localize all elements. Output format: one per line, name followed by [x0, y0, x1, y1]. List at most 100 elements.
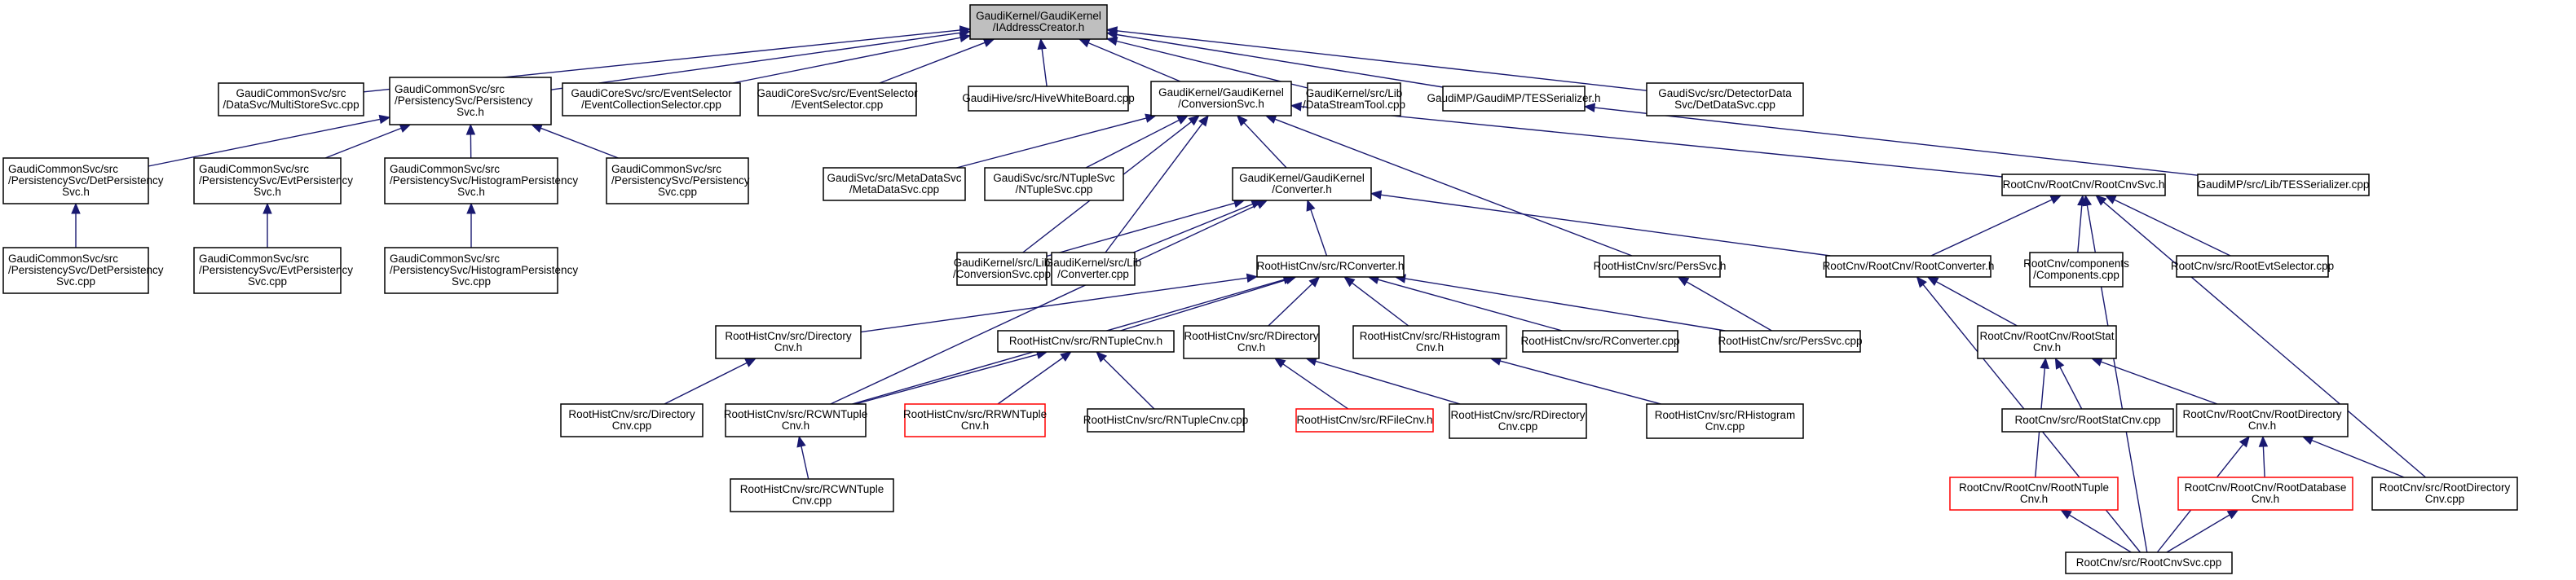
edge-r-directory-cnv-h-to-r-converter-h	[1268, 276, 1321, 327]
node-components[interactable]: RootCnv/components/Components.cpp	[2023, 252, 2129, 288]
edge-line	[1041, 48, 1048, 87]
arrowhead-icon	[71, 202, 81, 214]
edge-line	[1378, 279, 1563, 332]
edge-line	[2059, 367, 2083, 410]
edge-line	[1132, 203, 1253, 253]
node-evt-persistency-svc-h[interactable]: GaudiCommonSvc/src/PersistencySvc/EvtPer…	[193, 157, 353, 204]
node-histogram-persistency-svc-cpp[interactable]: GaudiCommonSvc/src/PersistencySvc/Histog…	[384, 247, 578, 294]
node-box	[1719, 330, 1861, 353]
node-r-converter-h[interactable]: RootHistCnv/src/RConverter.h	[1256, 255, 1405, 278]
node-multi-store-svc[interactable]: GaudiCommonSvc/src/DataSvc/MultiStoreSvc…	[218, 82, 364, 116]
node-tes-serializer-cpp[interactable]: GaudiMP/src/Lib/TESSerializer.cpp	[2197, 174, 2370, 196]
node-root-cnv-svc-cpp[interactable]: RootCnv/src/RootCnvSvc.cpp	[2065, 551, 2233, 574]
node-hive-white-board[interactable]: GaudiHive/src/HiveWhiteBoard.cpp	[962, 86, 1135, 112]
node-pers-svc-h[interactable]: RootHistCnv/src/PersSvc.h	[1594, 255, 1727, 278]
node-box	[1295, 408, 1434, 433]
edge-event-collection-selector-to-i-address-creator	[732, 33, 972, 84]
edge-root-cnv-svc-cpp-to-root-database-cnv-h	[2166, 509, 2239, 553]
edge-line	[2077, 204, 2083, 253]
node-n-tuple-svc[interactable]: GaudiSvc/src/NTupleSvc/NTupleSvc.cpp	[984, 167, 1124, 201]
arrowhead-icon	[2258, 435, 2269, 447]
node-det-persistency-svc-cpp[interactable]: GaudiCommonSvc/src/PersistencySvc/DetPer…	[2, 247, 164, 294]
edge-rcwn-tuple-cnv-h-to-converter-h	[830, 200, 1268, 405]
node-root-evt-selector[interactable]: RootCnv/src/RootEvtSelector.cpp	[2171, 255, 2334, 278]
node-i-address-creator[interactable]: GaudiKernel/GaudiKernel/IAddressCreator.…	[969, 4, 1108, 40]
node-label-line: Svc.cpp	[658, 186, 697, 198]
node-pers-svc-cpp[interactable]: RootHistCnv/src/PersSvc.cpp	[1718, 330, 1863, 353]
node-persistency-svc-cpp[interactable]: GaudiCommonSvc/src/PersistencySvc/Persis…	[606, 157, 750, 204]
node-meta-data-svc[interactable]: GaudiSvc/src/MetaDataSvc/MetaDataSvc.cpp	[823, 167, 966, 201]
node-label-line: /Components.cpp	[2033, 269, 2119, 281]
edge-root-directory-cnv-h-to-root-stat-cnv-h	[2090, 357, 2218, 405]
node-evt-persistency-svc-cpp[interactable]: GaudiCommonSvc/src/PersistencySvc/EvtPer…	[193, 247, 353, 294]
node-converter-cpp[interactable]: GaudiKernel/src/Lib/Converter.cpp	[1045, 252, 1142, 286]
arrowhead-icon	[378, 114, 391, 125]
node-box	[1307, 82, 1401, 116]
node-label-line: Cnv.h	[1416, 341, 1444, 354]
node-r-converter-cpp[interactable]: RootHistCnv/src/RConverter.cpp	[1520, 330, 1680, 353]
edge-line	[2101, 361, 2218, 405]
edge-line	[1930, 199, 2053, 257]
node-conversion-svc-h[interactable]: GaudiKernel/GaudiKernel/ConversionSvc.h	[1150, 81, 1292, 116]
edge-tes-serializer-cpp-to-tes-serializer-h	[1583, 103, 2199, 176]
edge-line	[1352, 282, 1409, 327]
node-box	[2197, 174, 2370, 196]
node-root-cnv-svc-h[interactable]: RootCnv/RootCnv/RootCnvSvc.h	[2001, 174, 2166, 196]
node-box	[956, 252, 1048, 286]
node-data-stream-tool[interactable]: GaudiKernel/src/Lib/DataStreamTool.cpp	[1303, 82, 1405, 116]
node-label-line: RootHistCnv/src/RConverter.h	[1257, 260, 1405, 272]
node-label-line: RootHistCnv/src/RDirectory	[1450, 409, 1585, 421]
node-root-stat-cnv-cpp[interactable]: RootCnv/src/RootStatCnv.cpp	[2001, 408, 2174, 433]
node-event-collection-selector[interactable]: GaudiCoreSvc/src/EventSelector/EventColl…	[562, 82, 741, 116]
edge-r-directory-cnv-cpp-to-r-directory-cnv-h	[1305, 357, 1461, 405]
node-rn-tuple-cnv-cpp[interactable]: RootHistCnv/src/RNTupleCnv.cpp	[1083, 408, 1249, 433]
node-r-file-cnv-h[interactable]: RootHistCnv/src/RFileCnv.h	[1295, 408, 1434, 433]
node-converter-h[interactable]: GaudiKernel/GaudiKernel/Converter.h	[1232, 167, 1372, 201]
node-label-line: Cnv.h	[1237, 341, 1265, 354]
node-label-line: RootCnv/RootCnv/RootStat	[1979, 330, 2114, 342]
node-box	[384, 247, 558, 294]
node-rn-tuple-cnv-h[interactable]: RootHistCnv/src/RNTupleCnv.h	[997, 330, 1175, 353]
node-label-line: /PersistencySvc/DetPersistency	[8, 174, 164, 187]
edge-line	[1310, 209, 1328, 257]
arrowhead-icon	[1306, 199, 1316, 212]
arrowhead-icon	[466, 202, 476, 214]
node-det-data-svc[interactable]: GaudiSvc/src/DetectorDataSvc/DetDataSvc.…	[1646, 82, 1804, 116]
node-persistency-svc-h[interactable]: GaudiCommonSvc/src/PersistencySvc/Persis…	[389, 77, 552, 125]
node-label-line: GaudiCommonSvc/src	[8, 253, 118, 265]
edge-line	[1116, 30, 1647, 91]
node-root-converter-h[interactable]: RootCnv/RootCnv/RootConverter.h	[1823, 255, 1995, 278]
edge-root-evt-selector-to-root-cnv-svc-h	[2104, 195, 2231, 257]
edge-root-converter-h-to-root-cnv-svc-h	[1930, 195, 2062, 257]
node-box	[218, 82, 364, 116]
edge-r-file-cnv-h-to-r-directory-cnv-h	[1273, 358, 1349, 410]
arrowhead-icon	[2082, 194, 2093, 207]
node-det-persistency-svc-h[interactable]: GaudiCommonSvc/src/PersistencySvc/DetPer…	[2, 157, 164, 204]
node-root-stat-cnv-h[interactable]: RootCnv/RootCnv/RootStatCnv.h	[1977, 325, 2117, 359]
arrowhead-icon	[1246, 273, 1259, 283]
node-label-line: Svc.h	[457, 106, 484, 118]
node-conversion-svc-cpp[interactable]: GaudiKernel/src/Lib/ConversionSvc.cpp	[953, 252, 1051, 286]
edge-det-persistency-svc-cpp-to-det-persistency-svc-h	[71, 202, 81, 248]
edge-line	[1087, 42, 1181, 82]
edge-persistency-svc-cpp-to-persistency-svc-h	[530, 124, 619, 159]
node-event-selector[interactable]: GaudiCoreSvc/src/EventSelector/EventSele…	[756, 82, 918, 116]
node-histogram-persistency-svc-h[interactable]: GaudiCommonSvc/src/PersistencySvc/Histog…	[384, 157, 578, 204]
node-label-line: GaudiCommonSvc/src	[390, 163, 500, 175]
node-tes-serializer-h[interactable]: GaudiMP/GaudiMP/TESSerializer.h	[1427, 86, 1601, 112]
node-box	[1352, 325, 1507, 359]
